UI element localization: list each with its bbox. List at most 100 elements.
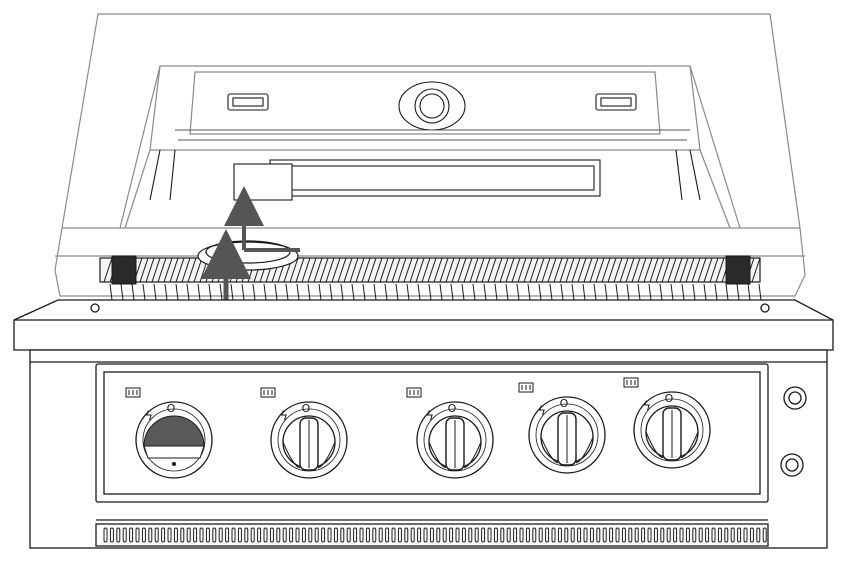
left-vent-slot <box>227 93 269 111</box>
vent-slot <box>321 527 326 543</box>
vent-slot <box>257 527 262 543</box>
vent-slot <box>513 527 518 543</box>
vent-slot <box>557 527 562 543</box>
off-symbol: O <box>665 392 674 405</box>
burner-knob-5[interactable]: Oϟ <box>623 377 711 469</box>
vent-slot <box>628 527 633 543</box>
vent-slot <box>679 527 684 543</box>
vent-slot <box>647 527 652 543</box>
vent-slot <box>385 527 390 543</box>
hood <box>54 13 806 297</box>
vent-slot <box>474 527 479 543</box>
vent-slot <box>397 527 402 543</box>
vent-slot <box>429 527 434 543</box>
rotisserie-button[interactable] <box>783 386 807 410</box>
vent-slot <box>218 527 223 543</box>
vent-slot <box>570 527 575 543</box>
vent-slot <box>295 527 300 543</box>
vent-slot <box>717 527 722 543</box>
vent-slot <box>660 527 665 543</box>
vent-slot <box>244 527 249 543</box>
vent-slot <box>577 527 582 543</box>
vent-slot <box>653 527 658 543</box>
vent-slot <box>442 527 447 543</box>
vent-slot <box>148 527 153 543</box>
vent-slot <box>378 527 383 543</box>
vent-slot <box>372 527 377 543</box>
vent-slot <box>724 527 729 543</box>
vent-slot <box>500 527 505 543</box>
vent-slot <box>186 527 191 543</box>
vent-slot <box>391 527 396 543</box>
off-symbol: O <box>448 402 457 415</box>
ignite-symbol: ϟ <box>538 404 546 418</box>
vent-slot <box>609 527 614 543</box>
vent-slot <box>692 527 697 543</box>
vent-slot <box>269 527 274 543</box>
vent-slot <box>193 527 198 543</box>
vent-slot <box>730 527 735 543</box>
cooking-grate <box>99 255 762 301</box>
vent-slot <box>167 527 172 543</box>
hood-pivot-left <box>90 303 100 313</box>
vent-slot <box>346 527 351 543</box>
vent-slot <box>749 527 754 543</box>
vent-slot <box>545 527 550 543</box>
vent-slot <box>711 527 716 543</box>
vent-slot <box>417 527 422 543</box>
ignite-symbol: ϟ <box>426 409 434 423</box>
vent-slot <box>621 527 626 543</box>
vent-slot <box>589 527 594 543</box>
vent-slot <box>506 527 511 543</box>
vent-slot <box>525 527 530 543</box>
vent-slot <box>468 527 473 543</box>
removed-knob <box>197 240 299 271</box>
vent-slot <box>551 527 556 543</box>
vent-slot <box>141 527 146 543</box>
vent-slot <box>461 527 466 543</box>
vent-slot <box>564 527 569 543</box>
vent-slot <box>225 527 230 543</box>
hood-pivot-right <box>760 303 770 313</box>
vent-strip <box>95 523 769 547</box>
vent-slot <box>122 527 127 543</box>
grate-end-left <box>111 255 137 285</box>
off-symbol: O <box>560 397 569 410</box>
ignite-symbol: ϟ <box>145 409 153 423</box>
vent-slot <box>666 527 671 543</box>
burner-knob-3[interactable]: Oϟ <box>406 387 494 479</box>
vent-slot <box>673 527 678 543</box>
grate-bar <box>99 257 761 283</box>
ignite-symbol: ϟ <box>280 409 288 423</box>
hood-outline <box>54 13 806 297</box>
vent-slot <box>359 527 364 543</box>
light-button[interactable] <box>780 453 804 477</box>
hood-interior <box>149 81 701 201</box>
burner-knob-1[interactable]: Oϟ <box>125 387 213 479</box>
vent-slot <box>308 527 313 543</box>
vent-slot <box>762 527 767 543</box>
vent-slot <box>519 527 524 543</box>
vent-slot <box>173 527 178 543</box>
vent-slot <box>436 527 441 543</box>
burner-knob-4[interactable]: Oϟ <box>518 382 606 474</box>
vent-slot <box>353 527 358 543</box>
vent-slot <box>532 527 537 543</box>
vent-slot <box>634 527 639 543</box>
off-symbol: O <box>167 402 176 415</box>
vent-slot <box>705 527 710 543</box>
vent-slot <box>205 527 210 543</box>
vent-slot <box>116 527 121 543</box>
vent-slot <box>237 527 242 543</box>
vent-slot <box>685 527 690 543</box>
hood-left-side <box>119 65 161 229</box>
vent-slot <box>404 527 409 543</box>
vent-slot <box>365 527 370 543</box>
instruction-arrows <box>201 186 300 302</box>
vent-slot <box>538 527 543 543</box>
vent-slot <box>333 527 338 543</box>
vent-slot <box>481 527 486 543</box>
burner-knob-2[interactable]: Oϟ <box>260 387 348 479</box>
